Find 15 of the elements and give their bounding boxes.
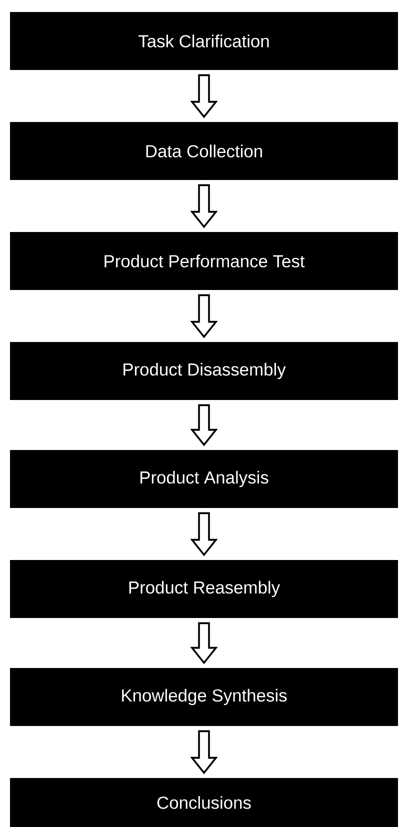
process-box: Product Performance Test: [10, 232, 398, 290]
process-box: Knowledge Synthesis: [10, 668, 398, 726]
arrow: [190, 184, 218, 228]
process-box: Conclusions: [10, 778, 398, 827]
arrow: [190, 730, 218, 774]
process-box: Product Analysis: [10, 450, 398, 508]
arrow: [190, 294, 218, 338]
arrow: [190, 512, 218, 556]
arrow: [190, 74, 218, 118]
process-box: Task Clarification: [10, 12, 398, 70]
process-box: Data Collection: [10, 122, 398, 180]
process-box: Product Disassembly: [10, 342, 398, 400]
arrow: [190, 404, 218, 446]
process-box: Product Reasembly: [10, 560, 398, 618]
arrow: [190, 622, 218, 664]
